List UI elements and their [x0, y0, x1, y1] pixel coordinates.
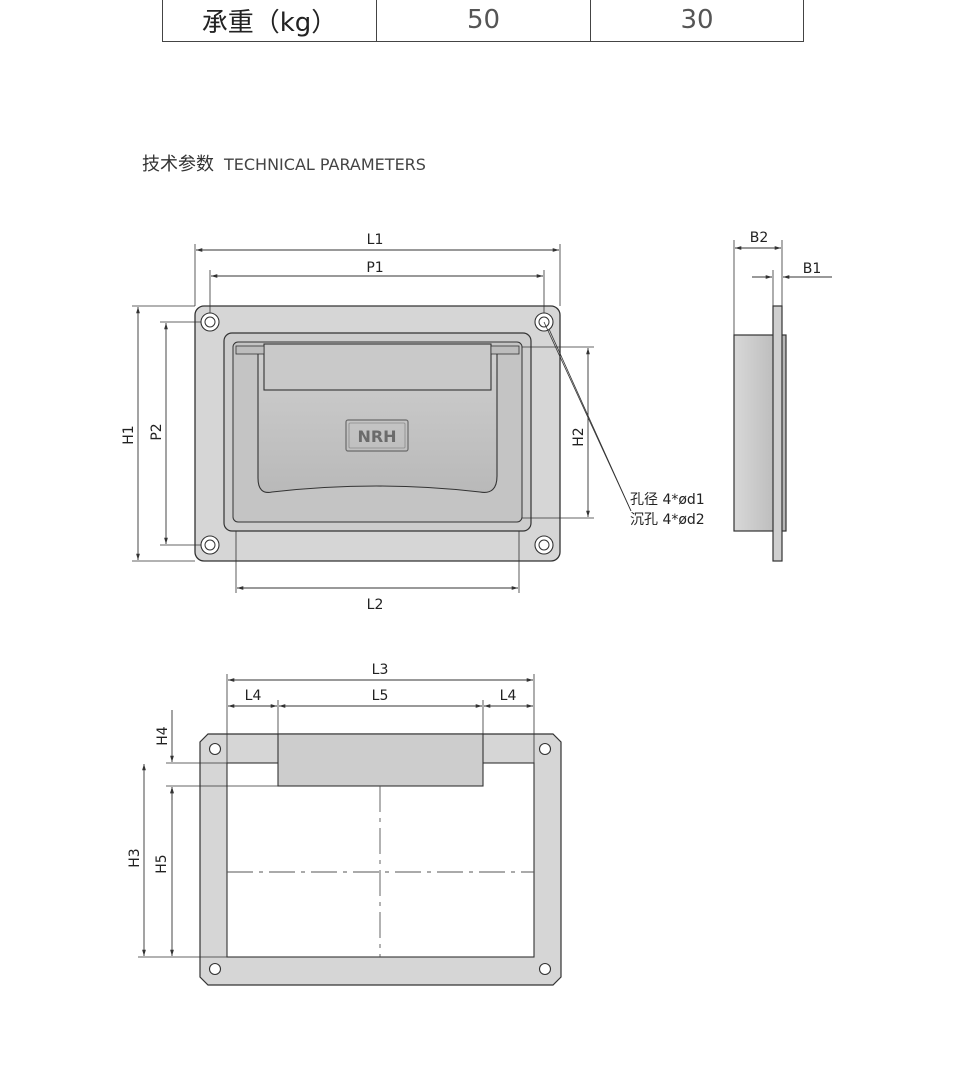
dim-label-h5: H5 [154, 854, 170, 873]
side-view: B2 B1 [733, 230, 832, 562]
dim-label-l3: L3 [372, 662, 389, 678]
cutout-opening [226, 762, 535, 958]
load-capacity-table: 承重（kg） 50 30 [162, 0, 804, 42]
dim-label-l2: L2 [367, 597, 384, 613]
dim-label-b2: B2 [750, 230, 769, 246]
extension-lines [132, 244, 594, 593]
side-extension-lines [733, 240, 783, 335]
hole-note-leader [543, 321, 632, 512]
dim-label-p1: P1 [366, 260, 383, 276]
dim-label-p2: P2 [149, 423, 165, 440]
dim-label-l1: L1 [367, 232, 384, 248]
load-value-cell: 30 [590, 0, 804, 42]
heading-english: TECHNICAL PARAMETERS [224, 155, 426, 174]
hole-top-left [200, 312, 220, 332]
load-label-cell: 承重（kg） [162, 0, 377, 42]
hole-bottom-right [534, 535, 554, 555]
side-flange [772, 305, 783, 562]
cutout-view: L3 L4 L5 L4 H4 H3 H5 [127, 662, 562, 986]
dim-label-h4: H4 [155, 726, 171, 746]
section-heading: 技术参数 TECHNICAL PARAMETERS [142, 150, 426, 176]
side-dimension-lines [735, 246, 832, 279]
dim-label-b1: B1 [803, 261, 822, 277]
front-view: NRH [121, 232, 705, 613]
dim-label-l4-right: L4 [500, 688, 517, 704]
logo-text: NRH [357, 427, 396, 446]
cutout-holes [208, 742, 552, 976]
cutout-dimension-lines [142, 678, 533, 956]
hinge-pin-right [490, 345, 520, 355]
table-row: 承重（kg） 50 30 [162, 0, 804, 42]
center-lines [227, 786, 534, 957]
dim-label-l5: L5 [372, 688, 389, 704]
dim-label-h3: H3 [127, 848, 143, 867]
dimension-lines [136, 248, 590, 590]
hole-bottom-left [200, 535, 220, 555]
dim-label-l4-left: L4 [245, 688, 262, 704]
nrh-logo: NRH [345, 419, 409, 452]
hinge-bar [263, 343, 492, 391]
hinge-pin-left [235, 345, 265, 355]
cutout-extension-lines [138, 674, 535, 958]
cutout-notch [277, 733, 484, 787]
dim-label-h1: H1 [121, 425, 137, 444]
heading-chinese: 技术参数 [142, 154, 214, 175]
counterbore-note: 沉孔 4*ød2 [630, 512, 705, 528]
hole-diameter-note: 孔径 4*ød1 [630, 492, 705, 508]
dim-label-h2: H2 [571, 427, 587, 446]
load-value-cell: 50 [376, 0, 591, 42]
